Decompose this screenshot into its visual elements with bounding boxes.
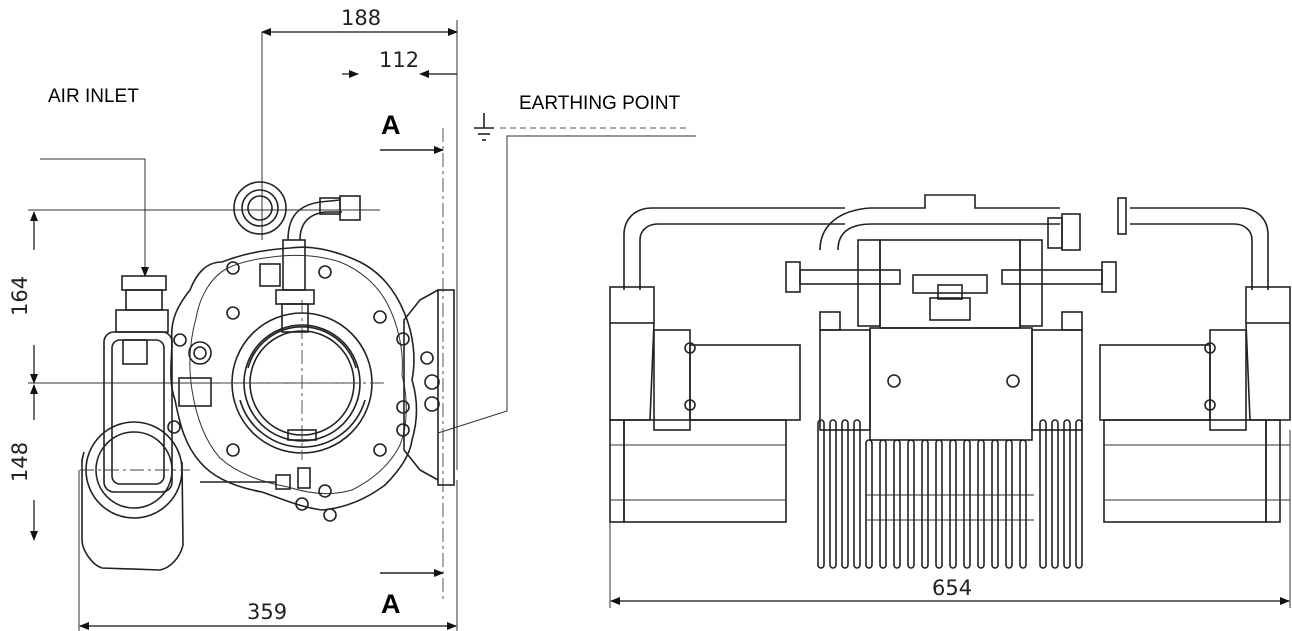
bottom-cylinder (81, 451, 184, 571)
flange-plate (437, 289, 455, 486)
dimension-148: 148 (8, 442, 32, 482)
dimension-188: 188 (341, 6, 381, 30)
earthing-symbol-icon (474, 113, 494, 141)
dimension-359: 359 (247, 600, 287, 624)
air-inlet-leader (40, 158, 149, 277)
body-bolts (167, 261, 410, 522)
earthing-point-label: EARTHING POINT (519, 93, 681, 114)
dimension-112: 112 (379, 48, 419, 72)
right-fitting (1245, 286, 1291, 324)
right-pipe (1130, 207, 1269, 290)
dimension-654: 654 (932, 576, 972, 600)
front-view (609, 194, 1291, 608)
dimension-164: 164 (8, 276, 32, 316)
nameplate (178, 377, 212, 407)
section-label-top: A (381, 110, 401, 140)
right-cylinder (1103, 419, 1267, 523)
section-label-bottom: A (381, 589, 401, 619)
left-cylinder (623, 419, 787, 523)
air-inlet-label: AIR INLET (48, 86, 139, 107)
left-pipe (623, 207, 845, 290)
cooling-fins (817, 419, 1083, 569)
side-view (28, 20, 696, 631)
air-inlet-fitting (121, 275, 167, 291)
left-fitting (609, 286, 655, 324)
pressure-gauge (233, 181, 287, 235)
